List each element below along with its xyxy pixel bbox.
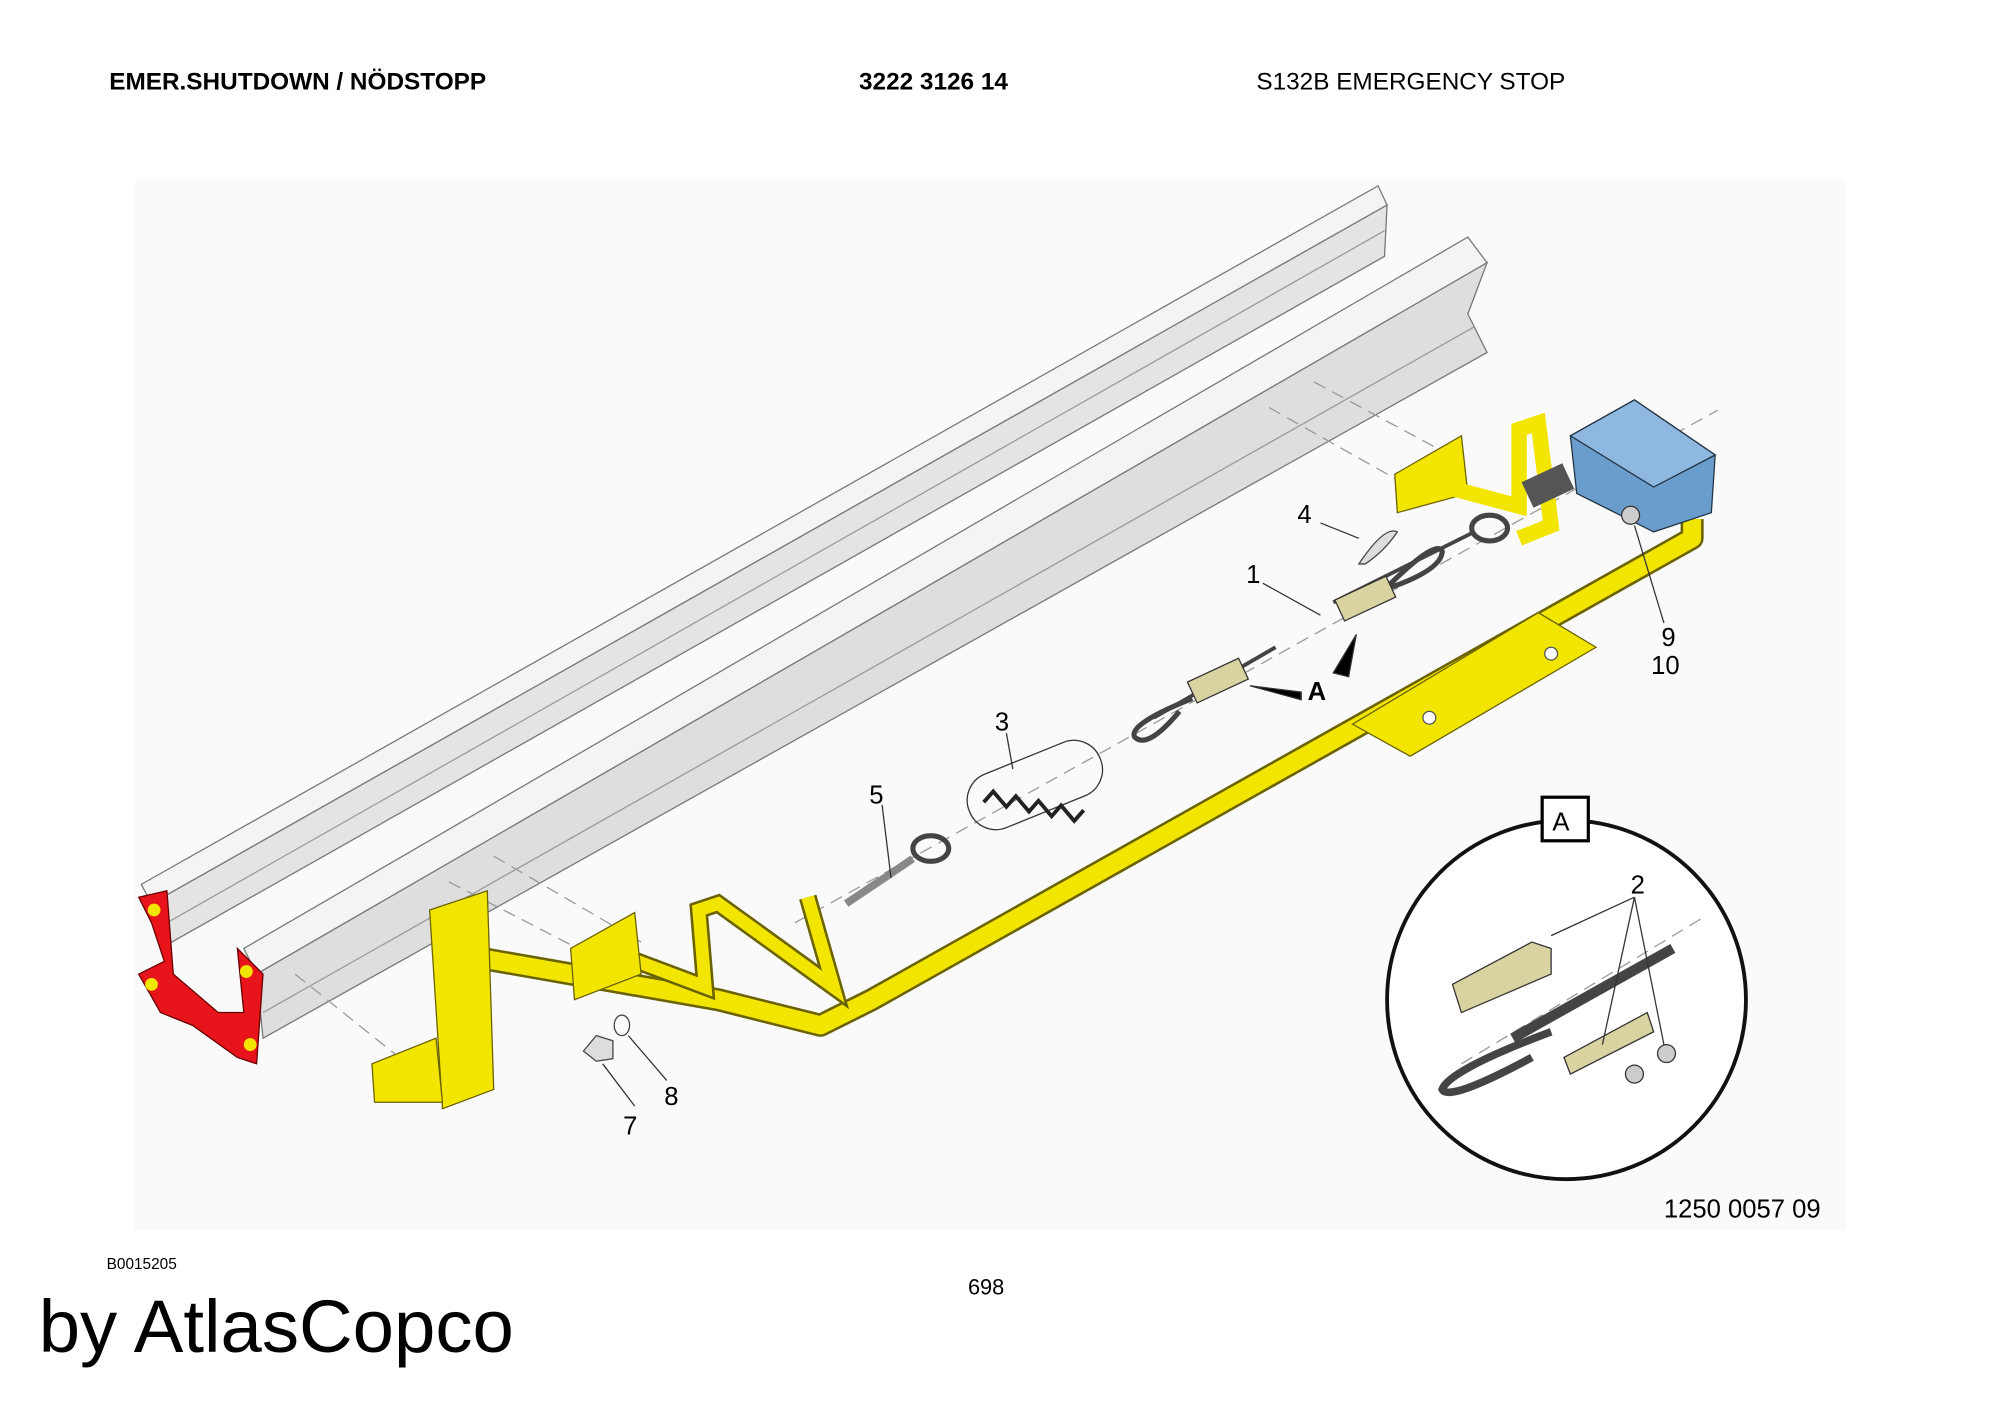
detail-label: A	[1552, 809, 1570, 837]
callout-7: 7	[623, 1112, 637, 1140]
callout-10: 10	[1651, 652, 1680, 680]
callouts: 1 3 4 5 7 8 9 10 A	[602, 501, 1680, 1140]
watermark: by AtlasCopco	[39, 1285, 514, 1368]
assembly-title: S132B EMERGENCY STOP	[1256, 69, 1565, 96]
rail-beams	[140, 184, 1489, 1040]
section-title: EMER.SHUTDOWN / NÖDSTOPP	[109, 69, 486, 96]
detail-marker-a: A	[1308, 678, 1327, 706]
callout-8: 8	[664, 1083, 678, 1111]
reference-code: B0015205	[107, 1256, 177, 1273]
emergency-stop-switch	[1521, 399, 1717, 533]
detail-view-a: 2 A	[1385, 795, 1748, 1182]
callout-4: 4	[1297, 501, 1311, 529]
yellow-frame	[371, 412, 1704, 1110]
callout-2: 2	[1631, 871, 1645, 899]
callout-5: 5	[869, 782, 883, 810]
page-number: 698	[968, 1275, 1004, 1300]
cable-assembly	[582, 512, 1511, 1062]
drawing-number: 1250 0057 09	[1664, 1196, 1821, 1224]
callout-9: 9	[1661, 624, 1675, 652]
mounting-bracket-red	[137, 889, 264, 1065]
callout-3: 3	[995, 709, 1009, 737]
callout-1: 1	[1246, 561, 1260, 589]
part-number: 3222 3126 14	[859, 69, 1008, 96]
